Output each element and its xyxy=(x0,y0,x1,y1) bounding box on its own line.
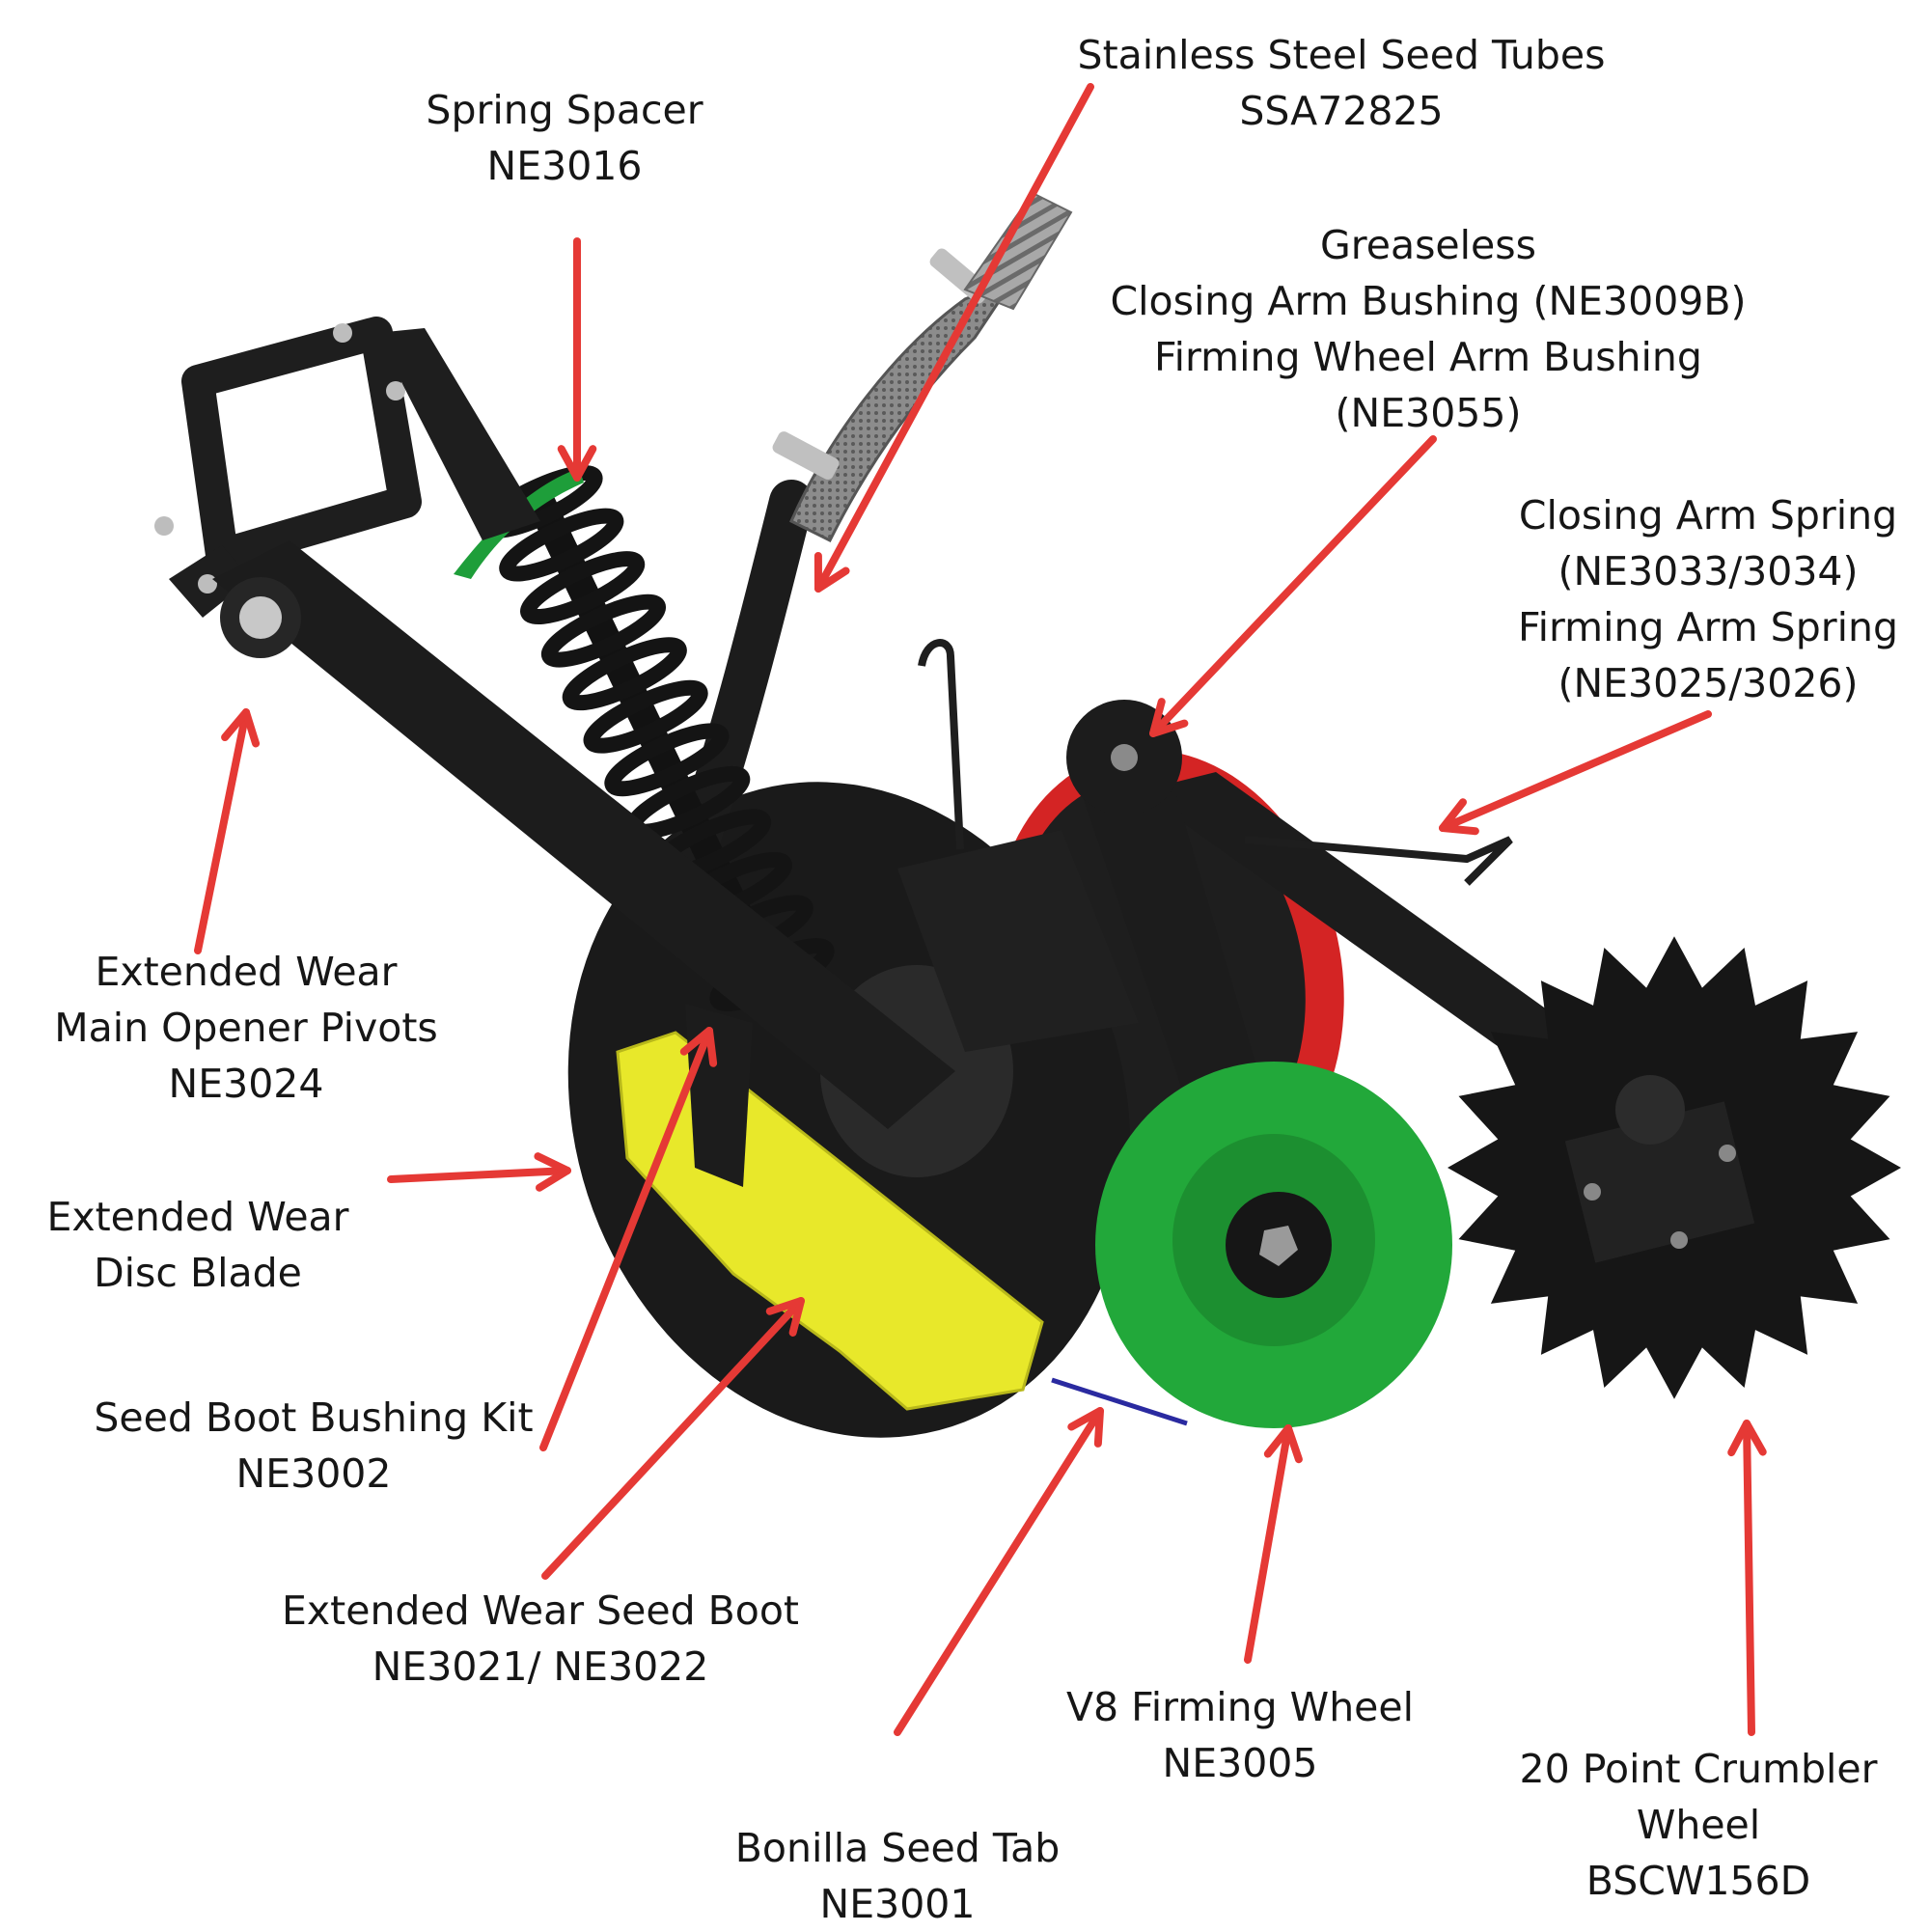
callout-seed-boot-bushing-line-2: NE3002 xyxy=(235,1450,392,1497)
callout-greaseless: Greaseless Closing Arm Bushing (NE3009B)… xyxy=(1105,217,1751,441)
seed-tube-mesh xyxy=(789,276,1017,543)
callout-seed-tubes: Stainless Steel Seed Tubes SSA72825 xyxy=(1071,27,1612,139)
arrow-closing-arm-spring xyxy=(1439,710,1712,836)
callout-closing-arm-spring: Closing Arm Spring (NE3033/3034) Firming… xyxy=(1505,487,1911,711)
crumbler-bolt xyxy=(1670,1231,1688,1249)
callout-disc-blade-line-2: Disc Blade xyxy=(94,1250,302,1296)
callout-seed-tab-line-1: Bonilla Seed Tab xyxy=(734,1825,1061,1871)
callout-crumbler-wheel: 20 Point Crumbler Wheel BSCW156D xyxy=(1515,1741,1882,1909)
callout-firming-wheel-line-1: V8 Firming Wheel xyxy=(1065,1684,1415,1730)
callout-closing-arm-spring-line-2: (NE3033/3034) xyxy=(1558,548,1859,594)
callout-spring-spacer-line-1: Spring Spacer xyxy=(426,87,703,133)
callout-disc-blade-line-1: Extended Wear xyxy=(46,1194,349,1240)
spring-coil xyxy=(499,508,624,582)
arrow-disc-blade xyxy=(387,1152,571,1192)
callout-spring-spacer: Spring Spacer NE3016 xyxy=(415,82,714,194)
main-pivot-bolt xyxy=(239,596,282,639)
callout-greaseless-line-1: Greaseless xyxy=(1320,222,1536,268)
callout-firming-wheel-line-2: NE3005 xyxy=(1162,1740,1318,1786)
callout-main-opener-pivots: Extended Wear Main Opener Pivots NE3024 xyxy=(39,944,454,1112)
callout-seed-boot-line-1: Extended Wear Seed Boot xyxy=(281,1587,800,1634)
spring-coil xyxy=(562,637,687,711)
callout-seed-boot-line-2: NE3021/ NE3022 xyxy=(372,1643,709,1690)
arrow-crumbler-wheel xyxy=(1727,1420,1767,1736)
crumbler-bolt xyxy=(1719,1145,1736,1162)
arrow-seed-boot-bushing xyxy=(539,1027,718,1451)
arrow-firming-wheel xyxy=(1244,1424,1303,1664)
callout-seed-tab: Bonilla Seed Tab NE3001 xyxy=(714,1820,1081,1932)
parallel-arm-plate xyxy=(376,328,540,540)
seed-boot-bracket xyxy=(685,1004,753,1187)
callout-main-opener-pivots-line-3: NE3024 xyxy=(168,1061,324,1107)
gauge-bracket xyxy=(897,830,1139,1052)
callout-seed-tubes-line-2: SSA72825 xyxy=(1239,88,1444,134)
callout-disc-blade: Extended Wear Disc Blade xyxy=(39,1189,357,1301)
depth-handle-hook xyxy=(918,639,964,850)
callout-crumbler-wheel-line-2: Wheel xyxy=(1636,1802,1761,1848)
callout-crumbler-wheel-line-1: 20 Point Crumbler xyxy=(1519,1746,1878,1792)
main-arm xyxy=(212,540,955,1129)
crumbler-bolt xyxy=(1584,1183,1601,1201)
arrow-seed-boot xyxy=(541,1297,805,1580)
arrow-seed-tab xyxy=(894,1407,1104,1736)
callout-seed-boot-bushing-line-1: Seed Boot Bushing Kit xyxy=(94,1394,534,1441)
callout-main-opener-pivots-line-1: Extended Wear xyxy=(95,949,398,995)
crumbler-axle xyxy=(1615,1075,1685,1145)
spring-coil xyxy=(540,593,667,668)
spring-coil xyxy=(520,551,646,625)
callout-greaseless-line-2: Closing Arm Bushing (NE3009B) xyxy=(1110,278,1747,324)
seed-tab xyxy=(1051,1377,1188,1426)
callout-seed-tab-line-2: NE3001 xyxy=(819,1881,976,1927)
callout-spring-spacer-line-2: NE3016 xyxy=(486,143,643,189)
callout-arrows xyxy=(194,83,1767,1736)
spring-coil xyxy=(604,723,730,797)
arrow-spring-spacer xyxy=(557,237,597,482)
callout-greaseless-line-3: Firming Wheel Arm Bushing xyxy=(1154,334,1702,380)
seed-tube-coil xyxy=(963,191,1073,311)
arrow-main-opener-pivots xyxy=(194,708,261,954)
callout-closing-arm-spring-line-1: Closing Arm Spring xyxy=(1518,492,1898,538)
closing-spring-rod xyxy=(1244,836,1513,886)
spring-spacer xyxy=(454,468,584,579)
firming-wheel-nut xyxy=(1259,1226,1298,1266)
callout-crumbler-wheel-line-3: BSCW156D xyxy=(1585,1858,1811,1904)
arrow-greaseless xyxy=(1149,435,1437,737)
callout-firming-wheel: V8 Firming Wheel NE3005 xyxy=(1052,1679,1428,1791)
firming-arm-bushing-bolt xyxy=(1111,744,1138,771)
seed-tube-clamp-lower xyxy=(772,431,840,480)
callout-seed-boot-bushing: Seed Boot Bushing Kit NE3002 xyxy=(87,1390,540,1502)
callout-closing-arm-spring-line-3: Firming Arm Spring xyxy=(1518,604,1898,650)
spring-coil xyxy=(583,679,708,754)
callout-seed-boot: Extended Wear Seed Boot NE3021/ NE3022 xyxy=(270,1583,811,1695)
callout-seed-tubes-line-1: Stainless Steel Seed Tubes xyxy=(1077,32,1606,78)
arrow-seed-tubes xyxy=(813,83,1094,593)
callout-main-opener-pivots-line-2: Main Opener Pivots xyxy=(54,1005,438,1051)
callout-greaseless-line-4: (NE3055) xyxy=(1335,390,1522,436)
callout-closing-arm-spring-line-4: (NE3025/3026) xyxy=(1558,660,1859,706)
crumbler-hub-plate xyxy=(1564,1101,1755,1263)
